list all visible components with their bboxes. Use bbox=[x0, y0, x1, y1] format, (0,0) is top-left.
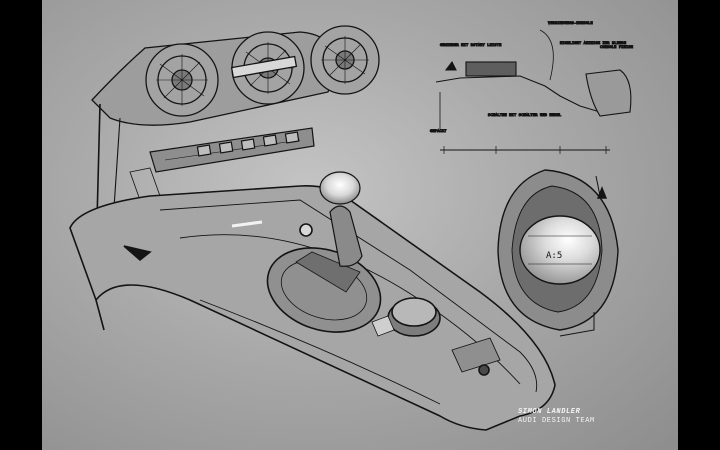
center-console bbox=[69, 184, 556, 431]
signature-name: SIMON LANDLER bbox=[518, 408, 581, 416]
sketch-drawing: GEWINDER MIT ROTARY LEISTE VERBINDUNGS-K… bbox=[69, 20, 633, 431]
note-2: VERBINDUNGS-KONSOLE bbox=[548, 21, 593, 25]
vent-left bbox=[145, 43, 219, 117]
note-6: HIGHLIGHT ANZEIGE ZUR BLENDE bbox=[560, 41, 626, 45]
note-4: CONSOLE FINISH bbox=[600, 45, 633, 49]
section-detail: GEWINDER MIT ROTARY LEISTE VERBINDUNGS-K… bbox=[429, 20, 633, 154]
shift-knob bbox=[319, 171, 361, 205]
note-5: GEPACKT bbox=[430, 129, 447, 133]
designer-signature: SIMON LANDLER AUDI DESIGN TEAM bbox=[518, 408, 595, 426]
vent-right bbox=[310, 25, 380, 95]
pod-marking: A:5 bbox=[546, 251, 562, 261]
note-3: SCHALTEN MIT SCHALTER UND HEBEL bbox=[488, 113, 561, 117]
note-1: GEWINDER MIT ROTARY LEISTE bbox=[440, 43, 501, 47]
signature-team: AUDI DESIGN TEAM bbox=[518, 417, 595, 425]
sketch-sheet: GEWINDER MIT ROTARY LEISTE VERBINDUNGS-K… bbox=[42, 0, 678, 450]
switch-strip bbox=[129, 127, 315, 201]
air-vent-cluster bbox=[91, 25, 380, 261]
rotary-pod-detail: A:5 bbox=[497, 169, 619, 337]
